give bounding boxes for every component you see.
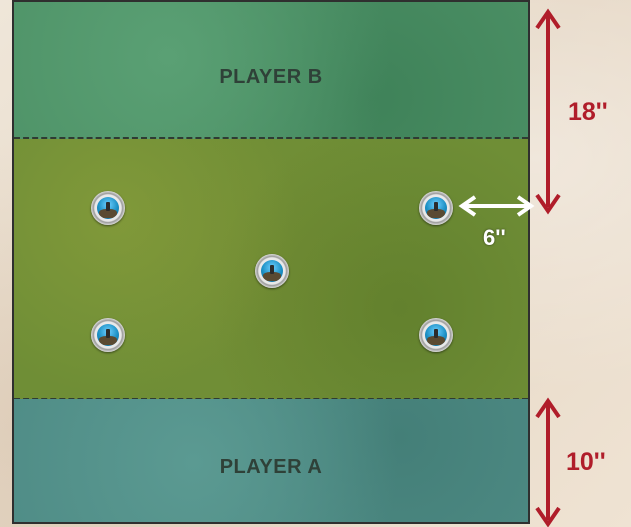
double-arrow-icon bbox=[535, 397, 561, 527]
side-measurement-label: 6'' bbox=[483, 225, 506, 250]
player-a-deployment-zone: PLAYER A bbox=[14, 399, 528, 522]
double-arrow-icon bbox=[535, 8, 561, 215]
objective-marker-icon[interactable] bbox=[255, 254, 289, 288]
bottom-measurement-label: 10'' bbox=[566, 448, 606, 476]
objective-marker-icon[interactable] bbox=[91, 318, 125, 352]
player-b-zone-boundary bbox=[14, 137, 528, 140]
objective-marker-icon[interactable] bbox=[91, 191, 125, 225]
player-b-deployment-zone: PLAYER B bbox=[14, 2, 528, 139]
player-a-label: PLAYER A bbox=[219, 456, 323, 478]
objective-marker-icon[interactable] bbox=[419, 318, 453, 352]
objective-marker-icon[interactable] bbox=[419, 191, 453, 225]
game-board: PLAYER B PLAYER A bbox=[12, 0, 530, 524]
double-arrow-icon bbox=[458, 195, 535, 217]
player-b-label: PLAYER B bbox=[219, 66, 323, 88]
top-measurement-label: 18'' bbox=[568, 98, 608, 126]
